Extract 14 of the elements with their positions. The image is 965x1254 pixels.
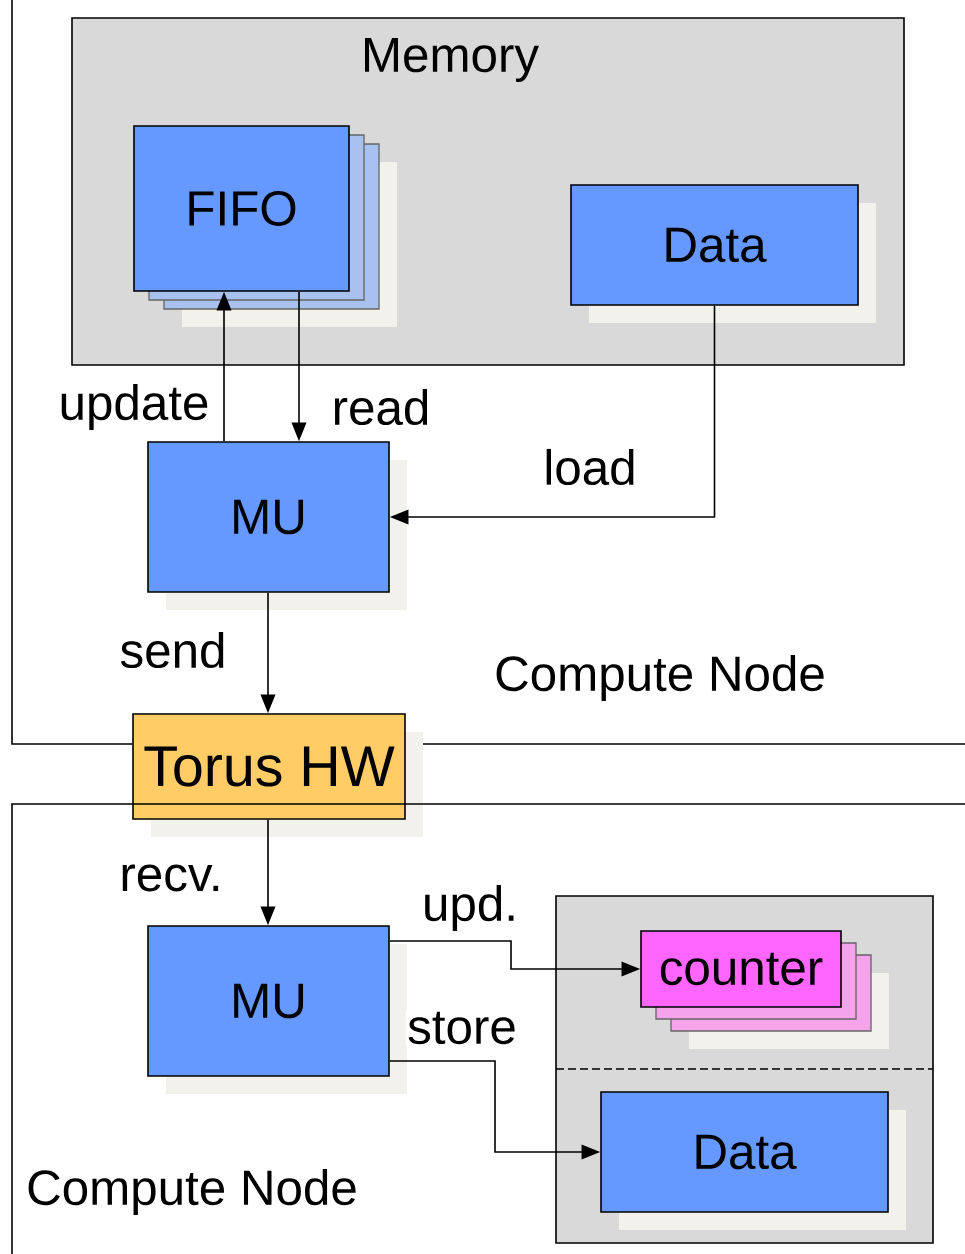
- edge-label: load: [542, 447, 638, 487]
- edge-label: recv.: [118, 863, 224, 893]
- edge-label: update: [57, 382, 211, 432]
- process-box: Data: [600, 1091, 906, 1230]
- edge-label: send: [118, 630, 228, 670]
- process-box: MU: [147, 925, 407, 1094]
- process-box: Torus HW: [132, 713, 423, 837]
- process-box: counter: [640, 930, 889, 1049]
- process-box: Data: [570, 184, 876, 323]
- process-box: MU: [147, 441, 407, 610]
- edge-label: upd.: [420, 883, 520, 933]
- edge-label: read: [330, 387, 432, 427]
- process-box: FIFO: [133, 125, 397, 327]
- edge-label: store: [405, 1010, 519, 1046]
